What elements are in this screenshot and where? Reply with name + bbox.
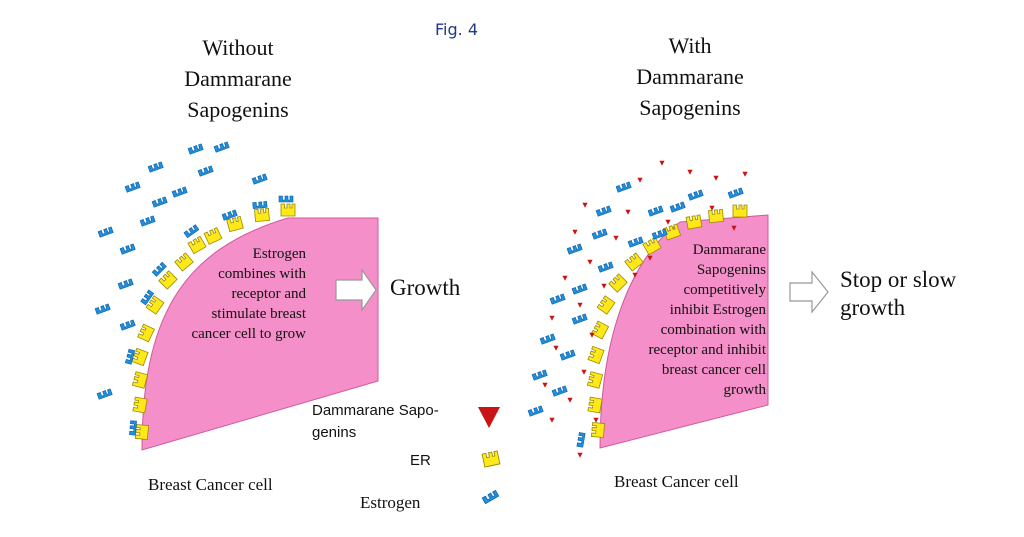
left-cell-caption: Breast Cancer cell (148, 475, 273, 494)
right-title-line: With (668, 33, 712, 58)
legend-dammarane-line: genins (312, 424, 357, 441)
right-outcome-label: Stop or slow growth (840, 266, 956, 322)
left-cell-description: Estrogen combines with receptor and stim… (150, 244, 306, 344)
right-cell-line: inhibit Estrogen (669, 302, 766, 318)
left-hollow-arrow (335, 268, 377, 312)
right-outcome-line: growth (840, 295, 906, 320)
left-cell-line: receptor and (231, 286, 306, 302)
right-hollow-arrow (789, 270, 829, 314)
legend-estrogen-label: Estrogen (360, 493, 421, 512)
left-outcome-line: Growth (390, 275, 461, 300)
right-title-line: Sapogenins (639, 95, 741, 120)
left-title-line: Sapogenins (187, 97, 289, 122)
right-cell-line: Dammarane (692, 242, 766, 258)
left-cell-line: Estrogen (252, 246, 306, 262)
legend-dammarane-icon (478, 407, 500, 428)
left-cell-line: combines with (218, 266, 306, 282)
right-cell-line: growth (723, 382, 767, 398)
legend-er-label: ER (410, 452, 431, 469)
right-outcome-line: Stop or slow (840, 267, 957, 292)
right-cell-line: receptor and inhibit (648, 342, 766, 358)
right-cell-line: breast cancer cell (661, 362, 766, 378)
right-cell-line: competitively (683, 282, 766, 298)
legend-dammarane-line: Dammarane Sapo- (312, 402, 439, 419)
figure-label: Fig. 4 (435, 20, 478, 39)
right-cell-line: Sapogenins (696, 262, 766, 278)
right-panel-title: With Dammarane Sapogenins (590, 30, 790, 123)
left-title-line: Without (202, 35, 274, 60)
legend-estrogen-icon (481, 490, 500, 505)
right-breast-cancer-cell (599, 214, 769, 449)
legend-er-icon (481, 450, 501, 468)
right-cell-line: combination with (660, 322, 766, 338)
left-cell-line: stimulate breast (211, 306, 306, 322)
right-cell-description: Dammarane Sapogenins competitively inhib… (600, 240, 766, 400)
left-cell-line: cancer cell to grow (191, 326, 306, 342)
right-title-line: Dammarane (636, 64, 744, 89)
left-breast-cancer-cell (141, 217, 379, 451)
left-title-line: Dammarane (184, 66, 292, 91)
left-panel-title: Without Dammarane Sapogenins (138, 32, 338, 125)
left-outcome-label: Growth (390, 274, 460, 302)
legend-dammarane-label: Dammarane Sapo- genins (312, 400, 439, 444)
right-cell-caption: Breast Cancer cell (614, 472, 739, 491)
